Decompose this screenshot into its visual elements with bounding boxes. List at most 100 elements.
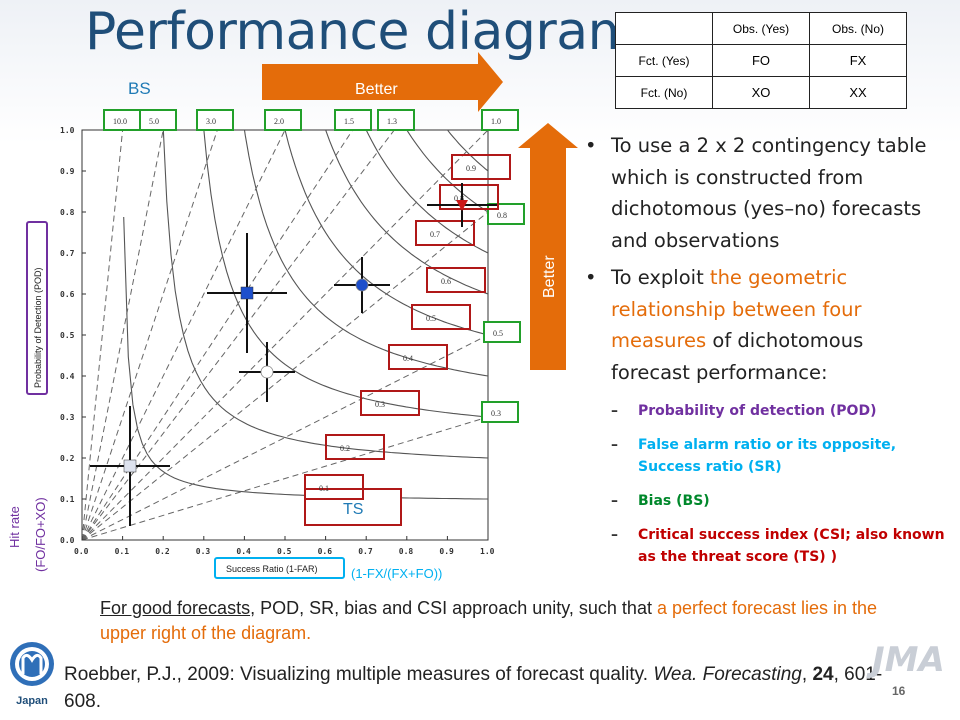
bias-box bbox=[196, 109, 234, 131]
csi-box-label: 0.3 bbox=[375, 400, 385, 409]
csi-box-label: 0.8 bbox=[454, 194, 464, 203]
cell-fo: FO bbox=[712, 44, 810, 77]
page-number: 16 bbox=[892, 684, 906, 698]
contingency-table: Obs. (Yes) Obs. (No) Fct. (Yes) FO FX Fc… bbox=[615, 12, 907, 109]
y-tick-label: 0.3 bbox=[60, 413, 75, 422]
ref-pre: Roebber, P.J., 2009: Visualizing multipl… bbox=[64, 664, 654, 685]
measure-csi-text: Critical success index (CSI; also known … bbox=[638, 527, 945, 565]
hit-rate-formula: (FO/FO+XO) bbox=[33, 497, 48, 572]
japan-logo-text: Japan bbox=[16, 695, 48, 707]
csi-box-label: 0.9 bbox=[466, 164, 476, 173]
bias-box bbox=[139, 109, 177, 131]
csi-box bbox=[451, 154, 511, 180]
x-tick-label: 0.7 bbox=[358, 547, 373, 556]
better-label-top: Better bbox=[355, 81, 398, 98]
csi-curve bbox=[284, 130, 488, 336]
csi-box-label: 0.7 bbox=[430, 230, 440, 239]
bias-box-label: 1.3 bbox=[387, 117, 397, 126]
csi-box-label: 0.1 bbox=[319, 484, 329, 493]
x-tick-label: 0.8 bbox=[399, 547, 414, 556]
bullet-1-segment-0: To exploit bbox=[611, 266, 710, 289]
bullet-1-segment-1: the geometric relationship between four … bbox=[611, 266, 862, 352]
csi-curve bbox=[243, 130, 488, 377]
bias-line bbox=[82, 130, 124, 540]
y-tick-label: 0.0 bbox=[60, 536, 75, 545]
csi-curve bbox=[406, 130, 488, 213]
x-tick-label: 0.6 bbox=[318, 547, 333, 556]
csi-curve bbox=[325, 130, 488, 295]
bullet-geometric: To exploit the geometric relationship be… bbox=[585, 262, 945, 568]
footer-orange: a perfect forecast lies in the upper rig… bbox=[100, 598, 878, 643]
bias-box bbox=[481, 401, 519, 423]
csi-box-label: 0.5 bbox=[426, 314, 436, 323]
y-tick-label: 1.0 bbox=[60, 126, 75, 135]
bullet-1-segment-2: of dichotomous forecast performance: bbox=[611, 329, 864, 384]
ref-volume: 24 bbox=[812, 664, 834, 685]
measure-sr: False alarm ratio or its opposite, Succe… bbox=[611, 434, 945, 478]
japan-logo: Japan bbox=[6, 638, 58, 710]
measure-sr-text: False alarm ratio or its opposite, Succe… bbox=[638, 437, 897, 475]
bias-box-label: 1.0 bbox=[491, 117, 501, 126]
ts-box bbox=[304, 488, 402, 526]
bias-line bbox=[82, 130, 286, 540]
x-tick-label: 0.3 bbox=[196, 547, 211, 556]
sr-formula: (1-FX/(FX+FO)) bbox=[351, 566, 442, 581]
bias-box-label: 3.0 bbox=[206, 117, 216, 126]
csi-box bbox=[360, 390, 420, 416]
y-tick-label: 0.1 bbox=[60, 495, 75, 504]
jma-logo: JMA bbox=[872, 640, 945, 680]
y-tick-label: 0.2 bbox=[60, 454, 75, 463]
footer-statement: For good forecasts, POD, SR, bias and CS… bbox=[100, 596, 880, 646]
bias-box-label: 10.0 bbox=[113, 117, 127, 126]
bias-box-label: 0.8 bbox=[497, 211, 507, 220]
csi-box bbox=[304, 474, 364, 500]
footer-black: , POD, SR, bias and CSI approach unity, … bbox=[250, 598, 657, 618]
x-tick-label: 0.9 bbox=[439, 547, 454, 556]
x-axis-label: Success Ratio (1-FAR) bbox=[226, 564, 318, 574]
japan-logo-icon bbox=[10, 642, 54, 686]
measure-bias-text: Bias (BS) bbox=[638, 493, 710, 509]
csi-box bbox=[411, 304, 471, 330]
bias-line bbox=[82, 416, 488, 540]
better-arrow-up bbox=[518, 123, 578, 370]
y-tick-label: 0.8 bbox=[60, 208, 75, 217]
better-arrow-right bbox=[262, 52, 503, 112]
csi-curve bbox=[365, 130, 488, 254]
csi-box bbox=[325, 434, 385, 460]
x-tick-label: 0.2 bbox=[155, 547, 170, 556]
bullet-geometric-text: To exploit the geometric relationship be… bbox=[611, 266, 863, 384]
bias-box-label: 1.5 bbox=[344, 117, 354, 126]
hit-rate-label: Hit rate bbox=[7, 506, 22, 548]
bias-line bbox=[82, 130, 218, 540]
bias-box bbox=[481, 109, 519, 131]
bullet-list: To use a 2 x 2 contingency table which i… bbox=[585, 130, 945, 580]
ref-post: , 601-608. bbox=[64, 664, 883, 712]
circle-marker bbox=[355, 278, 369, 292]
sr-axis-box bbox=[214, 557, 345, 579]
square-marker bbox=[123, 459, 137, 473]
col-header-obs-no: Obs. (No) bbox=[809, 12, 907, 45]
bias-box-label: 0.5 bbox=[493, 329, 503, 338]
row-header-fct-no: Fct. (No) bbox=[615, 76, 713, 109]
csi-box-label: 0.6 bbox=[441, 277, 451, 286]
bias-box-label: 0.3 bbox=[491, 409, 501, 418]
y-tick-label: 0.4 bbox=[60, 372, 75, 381]
csi-box bbox=[439, 184, 499, 210]
csi-box bbox=[426, 267, 486, 293]
y-tick-label: 0.7 bbox=[60, 249, 75, 258]
cell-fx: FX bbox=[809, 44, 907, 77]
x-tick-label: 1.0 bbox=[480, 547, 495, 556]
csi-box-label: 0.2 bbox=[340, 444, 350, 453]
bias-box bbox=[483, 321, 521, 343]
bias-line bbox=[82, 130, 488, 540]
y-tick-label: 0.6 bbox=[60, 290, 75, 299]
y-tick-label: 0.9 bbox=[60, 167, 75, 176]
measure-pod-text: Probability of detection (POD) bbox=[638, 403, 877, 419]
x-tick-label: 0.0 bbox=[74, 547, 89, 556]
ts-label: TS bbox=[343, 501, 363, 518]
x-tick-label: 0.4 bbox=[236, 547, 251, 556]
slide-title: Performance diagram bbox=[85, 2, 638, 62]
bias-box bbox=[377, 109, 415, 131]
